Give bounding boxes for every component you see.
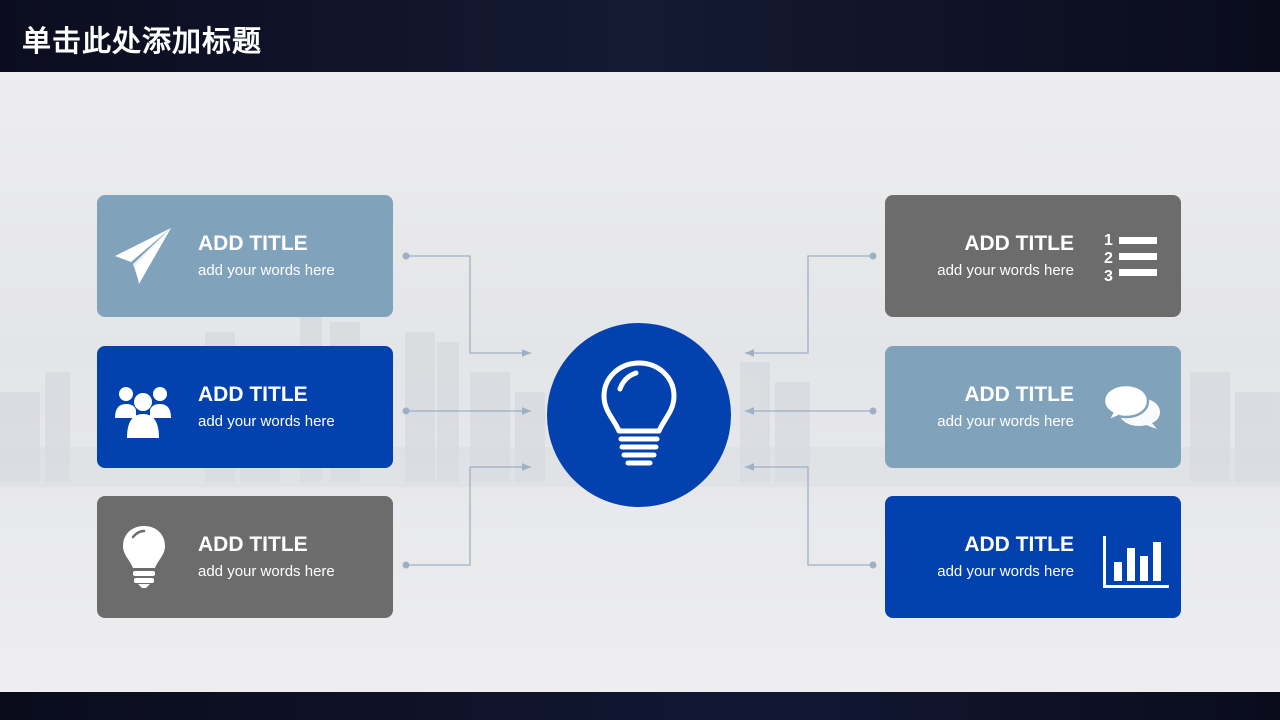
people-group-icon <box>115 387 171 438</box>
light-bulb-icon <box>123 526 165 588</box>
card-title: ADD TITLE <box>964 232 1074 255</box>
left-card-3[interactable]: ADD TITLE add your words here <box>97 496 393 618</box>
slide-title[interactable]: 单击此处添加标题 <box>22 24 263 58</box>
svg-text:2: 2 <box>1104 250 1113 267</box>
right-card-2[interactable]: ADD TITLE add your words here <box>885 346 1181 468</box>
connector-right-3 <box>745 463 873 566</box>
light-bulb-icon <box>601 360 677 466</box>
speech-bubbles-icon <box>1103 384 1160 429</box>
svg-text:1: 1 <box>1104 232 1113 249</box>
connector-right-1 <box>745 255 873 357</box>
card-text: add your words here <box>198 563 335 580</box>
left-card-2[interactable]: ADD TITLE add your words here <box>97 346 393 468</box>
connector-left-1 <box>406 255 531 357</box>
card-title: ADD TITLE <box>964 383 1074 406</box>
card-title: ADD TITLE <box>198 232 308 255</box>
card-text: add your words here <box>937 563 1074 580</box>
paper-plane-icon <box>115 228 171 284</box>
card-title: ADD TITLE <box>198 383 308 406</box>
left-card-1[interactable]: ADD TITLE add your words here <box>97 195 393 317</box>
card-text: add your words here <box>937 413 1074 430</box>
center-circle[interactable] <box>547 323 731 507</box>
right-card-1[interactable]: 1 2 3 ADD TITLE add your words here <box>885 195 1181 317</box>
bar-chart-icon <box>1103 536 1169 588</box>
bottom-bar <box>0 692 1280 720</box>
card-title: ADD TITLE <box>198 533 308 556</box>
card-text: add your words here <box>937 262 1074 279</box>
numbered-list-icon: 1 2 3 <box>1104 232 1157 284</box>
title-bar: 单击此处添加标题 <box>0 0 1280 72</box>
svg-text:3: 3 <box>1104 268 1113 284</box>
card-text: add your words here <box>198 413 335 430</box>
card-text: add your words here <box>198 262 335 279</box>
right-card-3[interactable]: ADD TITLE add your words here <box>885 496 1181 618</box>
connector-left-3 <box>406 463 531 566</box>
card-title: ADD TITLE <box>964 533 1074 556</box>
